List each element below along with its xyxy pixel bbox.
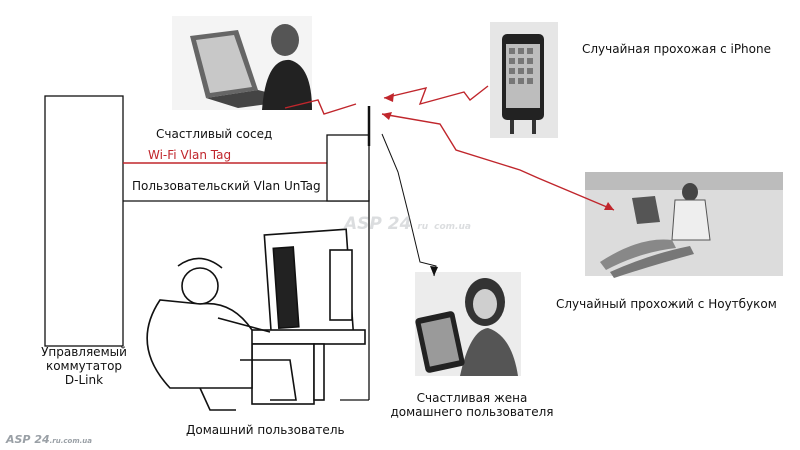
footer-watermark: ASP 24.ru.com.ua xyxy=(6,433,92,446)
signal-to-neighbor xyxy=(284,99,357,115)
footer-watermark-brand: ASP 24 xyxy=(6,433,50,446)
signal-from-ap-arrow xyxy=(382,112,392,120)
signal-to-laptop-passerby-arrow xyxy=(604,202,614,210)
center-watermark: ASP 24 ru com.ua xyxy=(344,214,471,234)
signal-to-iphone-arrow xyxy=(384,93,394,102)
signal-to-wife-arrow xyxy=(430,266,438,276)
center-watermark-domain1: ru xyxy=(417,222,429,232)
wife-tablet-photo xyxy=(415,272,521,376)
center-watermark-domain2: com.ua xyxy=(434,222,471,232)
wife-label-line2: домашнего пользователя xyxy=(390,405,554,419)
switch-label-line1: Управляемый xyxy=(41,345,127,359)
center-watermark-brand: ASP 24 xyxy=(344,214,412,234)
iphone-photo xyxy=(490,22,558,138)
wife-label: Счастливая жена домашнего пользователя xyxy=(382,391,562,419)
laptop-passerby-photo xyxy=(585,172,783,278)
home-user-label: Домашний пользователь xyxy=(186,423,345,437)
neighbor-label: Счастливый сосед xyxy=(156,127,273,141)
footer-watermark-domain: .ru.com.ua xyxy=(49,437,93,445)
signal-to-iphone xyxy=(383,85,489,106)
wifi-vlan-label: Wi-Fi Vlan Tag xyxy=(148,148,232,162)
user-vlan-label: Пользовательский Vlan UnTag xyxy=(132,179,321,193)
access-point-box xyxy=(326,134,370,202)
iphone-passerby-label: Случайная прохожая с iPhone xyxy=(582,42,771,56)
switch-label-line2: коммутатор xyxy=(45,359,123,373)
switch-label-line3: D-Link xyxy=(64,373,104,387)
neighbor-laptop-photo xyxy=(172,16,312,110)
switch-label: Управляемый коммутатор D-Link xyxy=(28,345,140,387)
signal-to-wife xyxy=(381,133,437,277)
home-user-cartoon xyxy=(146,228,366,411)
managed-switch-box xyxy=(44,95,124,347)
wife-label-line1: Счастливая жена xyxy=(416,391,528,405)
signal-to-laptop-passerby xyxy=(381,113,615,211)
laptop-passerby-label: Случайный прохожий с Ноутбуком xyxy=(556,297,777,311)
